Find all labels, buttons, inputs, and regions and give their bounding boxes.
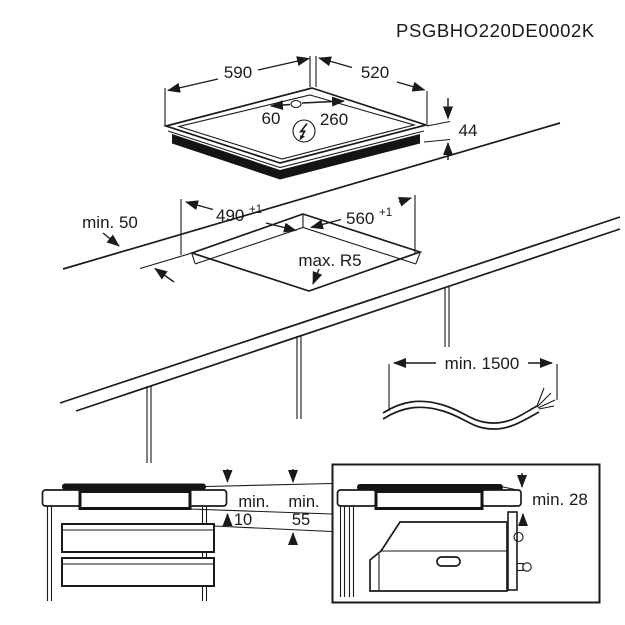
dim-560-label: 560 — [346, 209, 374, 228]
side-view-drawers: min. min. 10 55 — [41, 469, 333, 601]
dim-44-label: 44 — [459, 121, 478, 140]
hob-glass-bevel — [176, 94, 417, 160]
dim-520-line — [396, 81, 426, 92]
cabinet-leg — [444, 287, 450, 347]
worktop-right — [187, 489, 228, 507]
cable-curve — [382, 406, 540, 430]
cable-curve — [382, 400, 538, 424]
corner-radius-arrow — [312, 268, 323, 285]
dim-490-line — [265, 222, 297, 233]
dim-520-line — [318, 56, 353, 69]
leader-line — [205, 482, 333, 488]
cabinet-leg — [146, 386, 152, 463]
hob-glass-side — [62, 483, 206, 490]
min-50-arrow — [102, 232, 120, 247]
hob-casing — [374, 490, 484, 510]
drawer-front — [61, 557, 215, 587]
dim-490-tolerance: +1 — [249, 204, 262, 216]
worktop-left — [41, 489, 83, 507]
worktop-front-edge-lower — [75, 228, 621, 412]
cutout-edge-extension — [139, 252, 193, 270]
dim-590-line — [257, 56, 310, 71]
dim-490-line — [185, 200, 214, 211]
hob-glass-side — [357, 484, 503, 491]
dim-590-label: 590 — [224, 63, 252, 82]
corner-radius-label: max. R5 — [298, 251, 361, 270]
min-55-label: min. — [288, 493, 319, 511]
hob-isometric-view: 590 520 60 260 44 — [162, 56, 478, 180]
leader-line — [502, 486, 521, 492]
cabinet-side-panels — [46, 506, 208, 601]
leader-line — [213, 525, 333, 533]
oven-knob — [522, 562, 532, 572]
hob-casing — [78, 490, 192, 510]
dim-560-line — [398, 197, 412, 207]
oven-side-peg — [513, 531, 524, 543]
cabinet-side-panels — [339, 506, 355, 597]
oven-clearance-label: min. 28 — [532, 490, 588, 509]
leader-line — [189, 508, 333, 515]
min-10-label: min. — [238, 493, 269, 511]
leader-line — [423, 138, 451, 143]
oven-side-panel — [507, 511, 518, 591]
dim-560-line — [310, 218, 342, 230]
drawer-front — [61, 523, 215, 553]
min-55-value: 55 — [292, 511, 310, 529]
cable-offset-260-label: 260 — [320, 110, 348, 129]
min-10-value: 10 — [234, 511, 252, 529]
power-connection-icon — [292, 119, 316, 143]
side-view-oven: min. 28 — [331, 463, 601, 604]
cutout-rim-edges — [191, 214, 421, 264]
cable-entry-mark — [290, 99, 302, 109]
cabinet-leg — [296, 336, 302, 419]
cable-length-view: min. 1500 — [382, 354, 558, 430]
worktop-front-edge — [59, 216, 621, 404]
model-number: PSGBHO220DE0002K — [396, 20, 595, 41]
hob-glass-edge — [167, 130, 425, 169]
cable-length-label: min. 1500 — [445, 354, 520, 373]
oven-handle — [436, 556, 461, 567]
dim-560-tolerance: +1 — [379, 207, 392, 219]
worktop-back-edge — [62, 122, 561, 270]
leader-line — [426, 120, 451, 127]
cable-wires — [536, 387, 556, 410]
cable-offset-60-label: 60 — [262, 109, 281, 128]
oven-body-edges — [378, 521, 507, 590]
hob-body-band — [172, 134, 420, 180]
dim-60-arrow — [270, 100, 291, 111]
dim-590-line — [167, 78, 219, 93]
min-50-arrow — [154, 267, 175, 283]
hob-glass-outline — [162, 87, 430, 164]
dim-520-label: 520 — [361, 63, 389, 82]
dim-490-label: 490 — [216, 206, 244, 225]
worktop-cutout-view: min. 50 490 +1 560 +1 max. R5 — [59, 122, 621, 463]
dim-260-arrow — [301, 96, 345, 107]
back-clearance-label: min. 50 — [82, 213, 138, 232]
cutout-opening — [189, 213, 423, 292]
